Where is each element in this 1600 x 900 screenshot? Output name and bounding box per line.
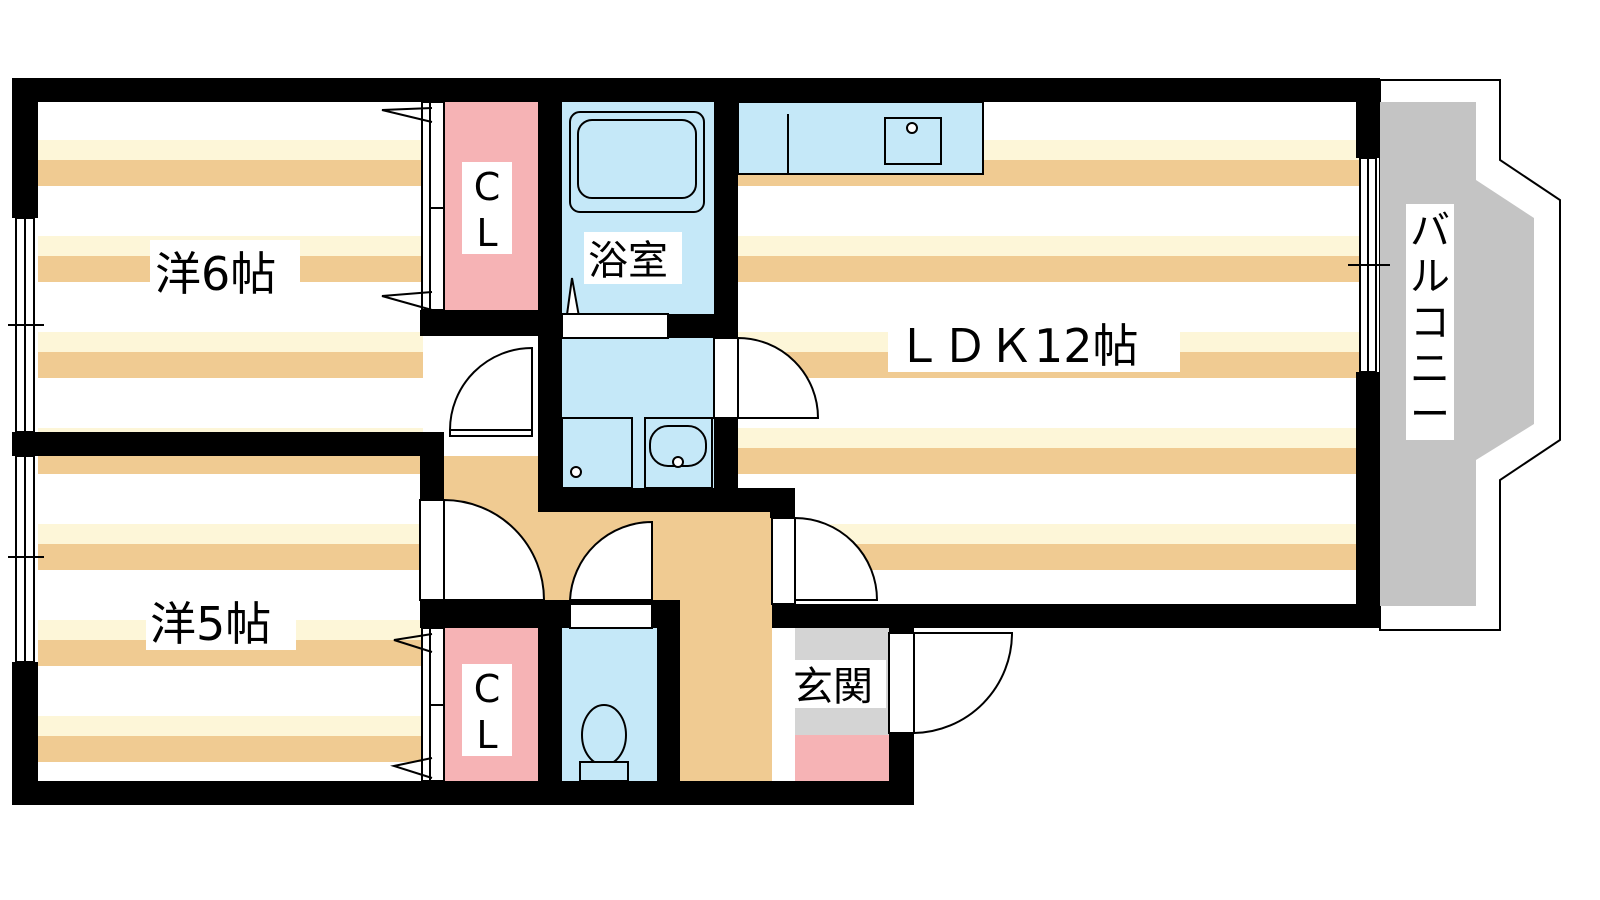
shoe-box xyxy=(795,735,889,781)
walls xyxy=(12,78,1380,805)
kitchen-counter xyxy=(737,101,984,175)
label-entrance: 玄関 xyxy=(793,664,873,710)
washbasin xyxy=(644,417,713,489)
toilet xyxy=(579,704,629,782)
label-balcony-3: コ xyxy=(1410,300,1450,346)
closet-doors xyxy=(381,101,445,782)
label-closet1-l: L xyxy=(476,211,497,255)
label-western5: 洋5帖 xyxy=(150,597,271,651)
label-closet2-l: L xyxy=(476,713,497,757)
label-closet2-c: C xyxy=(474,667,501,711)
label-closet1-c: C xyxy=(474,165,501,209)
bathtub xyxy=(569,111,705,213)
label-balcony-5: ー xyxy=(1410,392,1450,438)
label-ldk: ＬＤＫ12帖 xyxy=(896,319,1139,373)
label-western6: 洋6帖 xyxy=(155,247,276,301)
washing-machine-space xyxy=(561,417,633,489)
label-balcony-1: バ xyxy=(1410,208,1450,254)
corridor-floor xyxy=(444,456,772,781)
label-balcony-2: ル xyxy=(1410,254,1450,300)
window-marks xyxy=(8,253,1390,569)
doors xyxy=(419,277,1014,735)
label-balcony-4: ニ xyxy=(1410,346,1450,392)
label-bathroom: 浴室 xyxy=(588,238,668,284)
